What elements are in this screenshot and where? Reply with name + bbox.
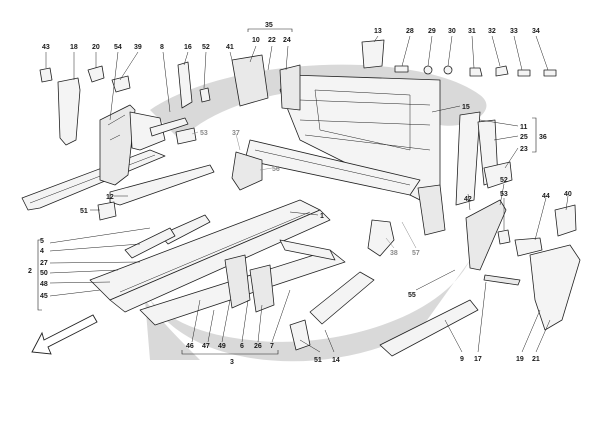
callout-24: 24 bbox=[283, 37, 291, 44]
callout-17: 17 bbox=[474, 356, 482, 363]
callout-4: 4 bbox=[40, 248, 44, 255]
floor-assembly bbox=[89, 199, 346, 326]
callout-31: 31 bbox=[468, 28, 476, 35]
callout-51-bottom: 51 bbox=[314, 357, 322, 364]
callout-12: 12 bbox=[106, 194, 114, 201]
callout-44: 44 bbox=[542, 193, 550, 200]
callout-57: 57 bbox=[412, 250, 420, 257]
callout-13: 13 bbox=[374, 28, 382, 35]
left-sill-assembly bbox=[21, 104, 215, 211]
callout-55: 55 bbox=[408, 292, 416, 299]
direction-arrow-icon bbox=[31, 314, 98, 355]
callout-9: 9 bbox=[460, 356, 464, 363]
right-sill-assembly bbox=[309, 111, 513, 357]
callout-38: 38 bbox=[390, 250, 398, 257]
callout-49: 49 bbox=[218, 343, 226, 350]
callout-48: 48 bbox=[40, 281, 48, 288]
callout-51-left: 51 bbox=[80, 208, 88, 215]
callout-11: 11 bbox=[520, 124, 528, 131]
callout-36: 36 bbox=[539, 134, 547, 141]
callout-7: 7 bbox=[270, 343, 274, 350]
callout-52-right: 52 bbox=[500, 177, 508, 184]
callout-47: 47 bbox=[202, 343, 210, 350]
callout-28: 28 bbox=[406, 28, 414, 35]
callout-56: 56 bbox=[272, 166, 280, 173]
callout-53-left: 53 bbox=[200, 130, 208, 137]
fasteners bbox=[361, 39, 557, 77]
callout-22: 22 bbox=[268, 37, 276, 44]
callout-18: 18 bbox=[70, 44, 78, 51]
callout-27: 27 bbox=[40, 260, 48, 267]
callout-40: 40 bbox=[564, 191, 572, 198]
callout-52-left: 52 bbox=[202, 44, 210, 51]
callout-43: 43 bbox=[42, 44, 50, 51]
callout-33: 33 bbox=[510, 28, 518, 35]
callout-14: 14 bbox=[332, 357, 340, 364]
callout-8: 8 bbox=[160, 44, 164, 51]
leader-lines bbox=[45, 35, 569, 353]
callout-21: 21 bbox=[532, 356, 540, 363]
callout-brackets bbox=[37, 28, 537, 355]
callout-20: 20 bbox=[92, 44, 100, 51]
callout-10: 10 bbox=[252, 37, 260, 44]
callout-46: 46 bbox=[186, 343, 194, 350]
callout-39: 39 bbox=[134, 44, 142, 51]
callout-25: 25 bbox=[520, 134, 528, 141]
callout-50: 50 bbox=[40, 270, 48, 277]
callout-32: 32 bbox=[488, 28, 496, 35]
callout-29: 29 bbox=[428, 28, 436, 35]
callout-45: 45 bbox=[40, 293, 48, 300]
callout-53-right: 53 bbox=[500, 191, 508, 198]
right-rear-panels bbox=[97, 201, 581, 351]
center-crossmember bbox=[231, 139, 421, 196]
callout-41: 41 bbox=[226, 44, 234, 51]
callout-16: 16 bbox=[184, 44, 192, 51]
callout-35: 35 bbox=[265, 22, 273, 29]
callout-23: 23 bbox=[520, 146, 528, 153]
callout-15: 15 bbox=[462, 104, 470, 111]
callout-19: 19 bbox=[516, 356, 524, 363]
callout-1: 1 bbox=[320, 213, 324, 220]
callout-37: 37 bbox=[232, 130, 240, 137]
callout-5: 5 bbox=[40, 238, 44, 245]
callout-26: 26 bbox=[254, 343, 262, 350]
callout-3: 3 bbox=[230, 359, 234, 366]
callout-6: 6 bbox=[240, 343, 244, 350]
callout-54: 54 bbox=[114, 44, 122, 51]
callout-2: 2 bbox=[28, 268, 32, 275]
callout-30: 30 bbox=[448, 28, 456, 35]
callout-42: 42 bbox=[464, 196, 472, 203]
callout-labels: 43 18 20 54 39 8 16 52 41 35 10 22 24 13… bbox=[28, 22, 572, 366]
callout-34: 34 bbox=[532, 28, 540, 35]
